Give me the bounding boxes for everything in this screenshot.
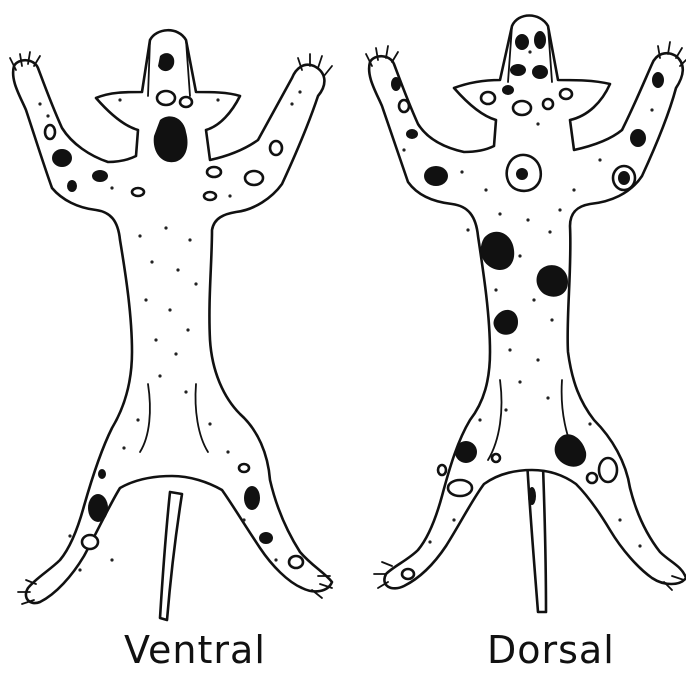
ventral-lesion (259, 532, 273, 544)
ventral-ring-lesion (207, 167, 221, 177)
ventral-lesion (244, 486, 260, 510)
dorsal-ring-lesion (599, 458, 617, 482)
dorsal-ring-lesion (492, 454, 500, 462)
dorsal-ring-lesion (560, 89, 572, 99)
dorsal-lesion (455, 441, 477, 463)
ventral-ring-lesion (245, 171, 263, 185)
dorsal-lesion (630, 129, 646, 147)
ventral-ring-lesion (180, 97, 192, 107)
ventral-ring-lesion (270, 141, 282, 155)
ventral-lesion (52, 149, 72, 167)
ventral-lesion (92, 170, 108, 182)
dorsal-ring-lesion (402, 569, 414, 579)
dorsal-lesion (406, 129, 418, 139)
dorsal-ring-lesion (543, 99, 553, 109)
ventral-body-figure (10, 30, 332, 620)
dorsal-lesion (510, 64, 526, 76)
ventral-lesion (67, 180, 77, 192)
dorsal-lesion (516, 168, 528, 180)
dorsal-lesion (391, 77, 401, 91)
dorsal-ring-lesion (481, 92, 495, 104)
ventral-label: Ventral (124, 628, 266, 672)
ventral-ring-lesion (204, 192, 216, 200)
dorsal-body-figure (366, 16, 686, 613)
dorsal-lesion (502, 85, 514, 95)
ventral-ring-lesion (157, 91, 175, 105)
dorsal-ring-lesion (399, 100, 409, 112)
dorsal-label: Dorsal (487, 628, 615, 672)
ventral-ring-lesion (132, 188, 144, 196)
ventral-lesion (88, 494, 108, 522)
dorsal-lesion (515, 34, 529, 50)
dorsal-ring-lesion (513, 101, 531, 115)
ventral-lesion (98, 469, 106, 479)
dorsal-lesion (618, 171, 630, 185)
dorsal-ring-lesion (438, 465, 446, 475)
ventral-ring-lesion (289, 556, 303, 568)
dorsal-lesion (532, 65, 548, 79)
ventral-tail (160, 492, 182, 620)
dorsal-ring-lesion (587, 473, 597, 483)
ventral-ring-lesion (239, 464, 249, 472)
dorsal-ring-lesion (448, 480, 472, 496)
ventral-ring-lesion (82, 535, 98, 549)
ventral-ring-lesion (45, 125, 55, 139)
dorsal-lesion (528, 487, 536, 505)
dorsal-lesion (652, 72, 664, 88)
dorsal-lesion (534, 31, 546, 49)
dorsal-lesion (424, 166, 448, 186)
